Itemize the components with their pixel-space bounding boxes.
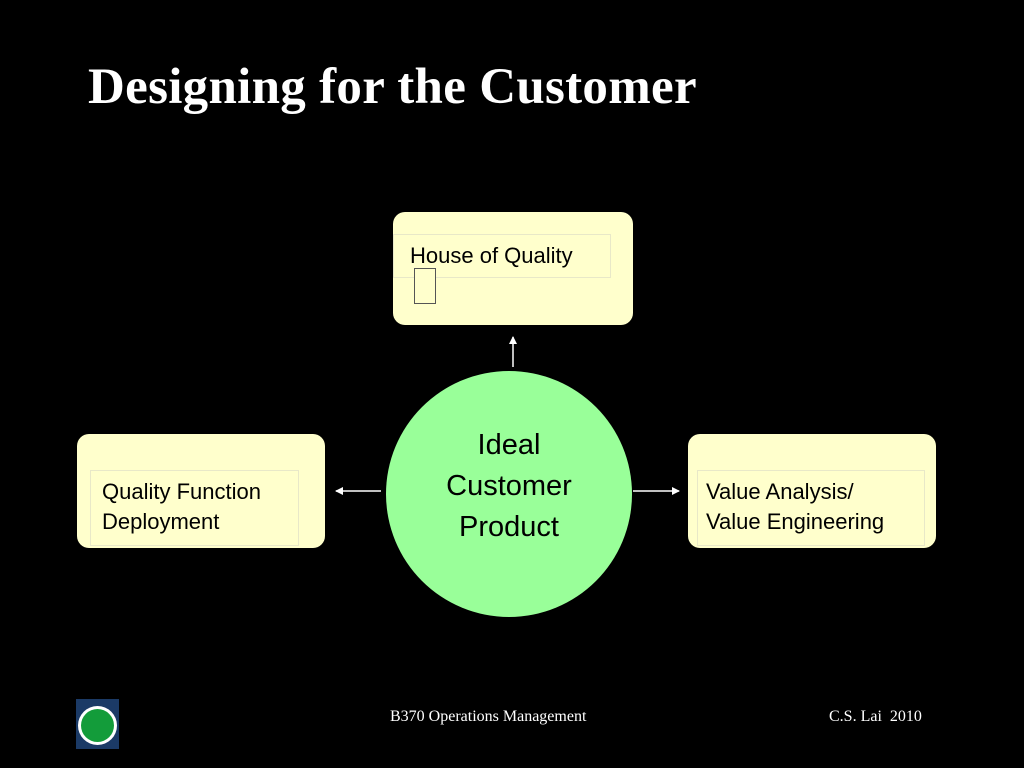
value-analysis-box: Value Analysis/ Value Engineering: [688, 434, 936, 548]
label-line: Value Engineering: [706, 509, 885, 534]
label-line: Ideal: [477, 429, 541, 461]
text-frame: [697, 470, 925, 546]
ideal-customer-product-circle: Ideal Customer Product: [386, 371, 632, 617]
circle-label: Ideal Customer Product: [386, 425, 632, 548]
label-line: Customer: [446, 470, 572, 502]
label-line: Deployment: [102, 509, 220, 534]
box-label: House of Quality: [410, 241, 573, 271]
label-line: Product: [459, 511, 559, 543]
quality-function-deployment-box: Quality Function Deployment: [77, 434, 325, 548]
logo-dot: [81, 709, 114, 742]
label-line: House of Quality: [410, 243, 573, 268]
text-frame: [90, 470, 299, 546]
house-of-quality-box: House of Quality: [393, 212, 633, 325]
footer-course: B370 Operations Management: [390, 708, 587, 725]
slide-title: Designing for the Customer: [88, 59, 697, 115]
label-line: Quality Function: [102, 479, 261, 504]
placeholder-glyph-icon: [414, 268, 436, 304]
university-logo-icon: [76, 699, 119, 749]
text-frame: [393, 234, 611, 278]
footer-author: C.S. Lai 2010: [829, 708, 922, 725]
box-label: Value Analysis/ Value Engineering: [706, 477, 884, 537]
box-label: Quality Function Deployment: [102, 477, 261, 537]
label-line: Value Analysis/: [706, 479, 854, 504]
